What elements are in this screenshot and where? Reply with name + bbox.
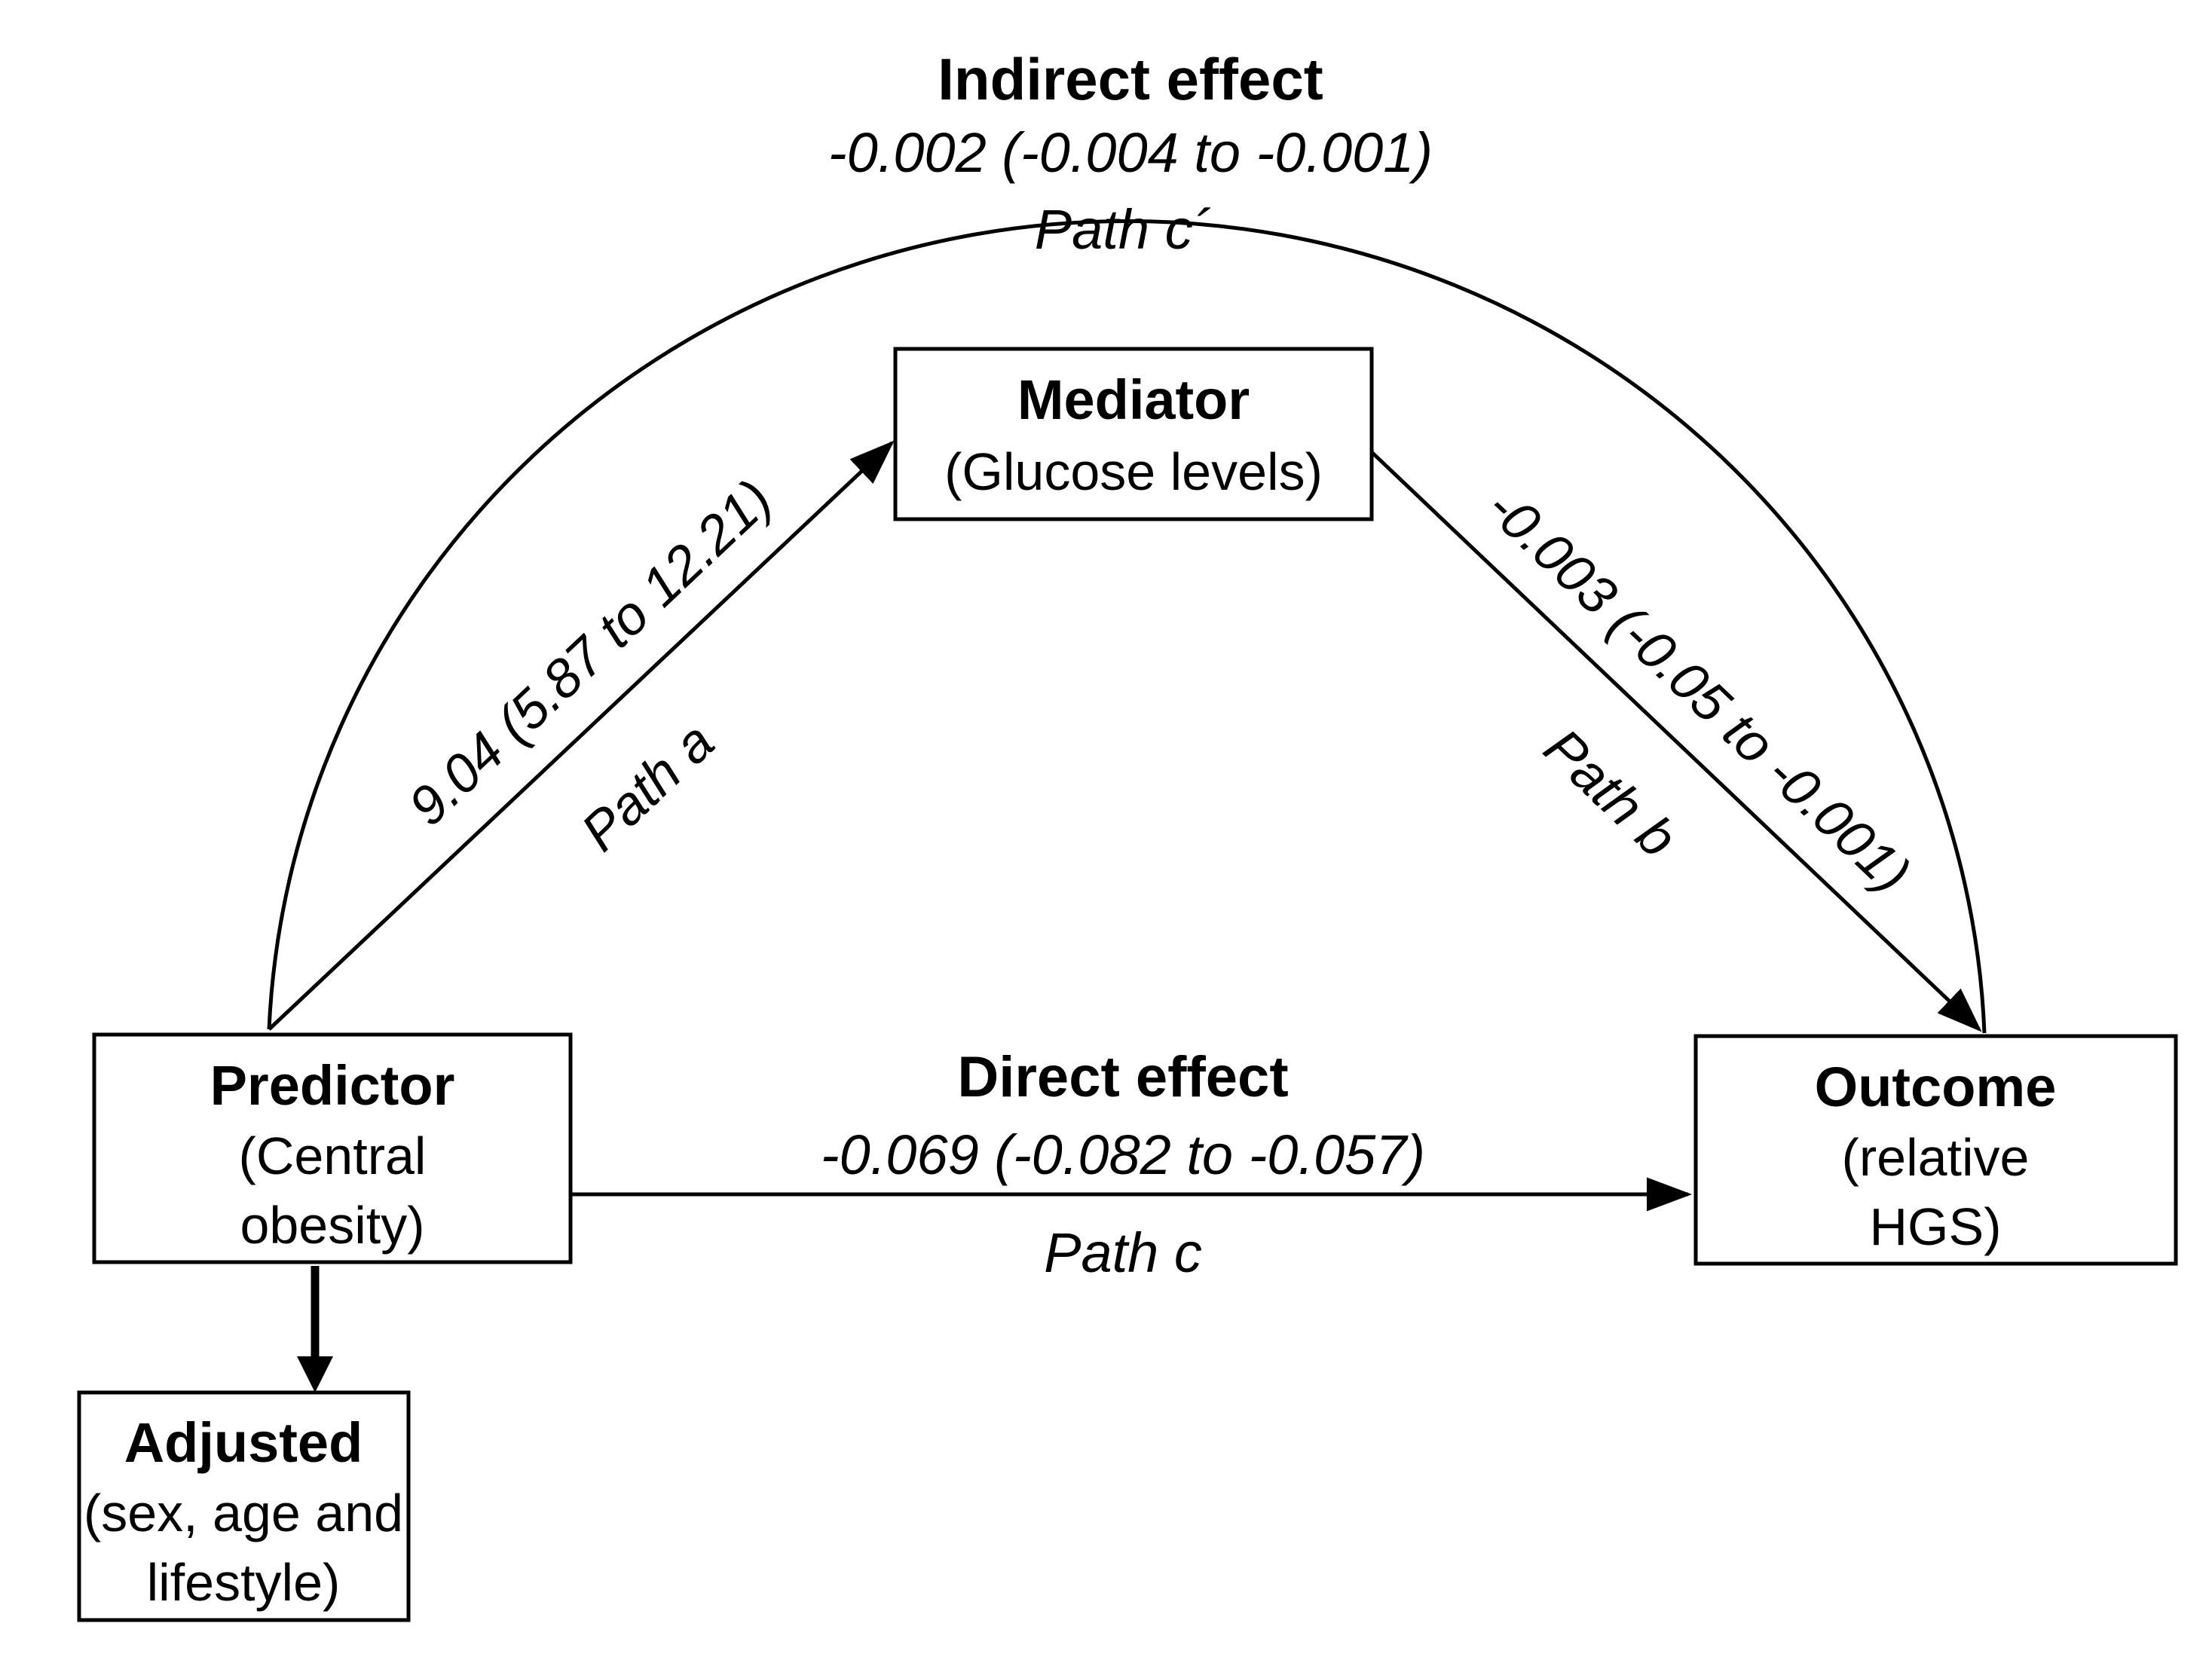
direct-effect-title: Direct effect xyxy=(957,1045,1288,1109)
outcome-box xyxy=(1693,1034,2178,1266)
outcome-subtitle-line1: (relative xyxy=(1842,1128,2030,1187)
indirect-effect-arc xyxy=(267,219,1987,1034)
path-c-label: Path c xyxy=(1044,1221,1202,1284)
predictor-title: Predictor xyxy=(210,1054,455,1117)
path-a-arrow xyxy=(268,440,895,1031)
path-a-value: 9.04 (5.87 to 12.21) xyxy=(397,469,783,837)
indirect-effect-value: -0.002 (-0.004 to -0.001) xyxy=(828,121,1433,184)
mediator-subtitle: (Glucose levels) xyxy=(944,442,1323,501)
path-b-arrow xyxy=(1370,451,1982,1032)
predictor-subtitle-line2: obesity) xyxy=(240,1196,424,1255)
path-b-label: Path b xyxy=(1532,717,1687,869)
outcome-subtitle-line2: HGS) xyxy=(1870,1197,2002,1256)
adjusted-title: Adjusted xyxy=(124,1411,363,1474)
predictor-box xyxy=(92,1032,573,1264)
adjusted-subtitle-line2: lifestyle) xyxy=(147,1553,341,1612)
outcome-title: Outcome xyxy=(1815,1056,2057,1118)
adjusted-box xyxy=(77,1390,411,1622)
mediator-title: Mediator xyxy=(1017,368,1250,431)
direct-effect-value: -0.069 (-0.082 to -0.057) xyxy=(821,1123,1425,1186)
path-b-value: -0.003 (-0.05 to -0.001) xyxy=(1475,477,1921,905)
indirect-effect-title: Indirect effect xyxy=(938,46,1323,112)
path-a-label: Path a xyxy=(570,711,725,863)
adjustment-arrowhead-icon xyxy=(297,1356,333,1393)
path-c-prime-label: Path c´ xyxy=(1035,198,1211,261)
predictor-subtitle-line1: (Central xyxy=(239,1127,427,1185)
adjusted-subtitle-line1: (sex, age and xyxy=(84,1484,403,1542)
mediator-box xyxy=(893,347,1374,521)
